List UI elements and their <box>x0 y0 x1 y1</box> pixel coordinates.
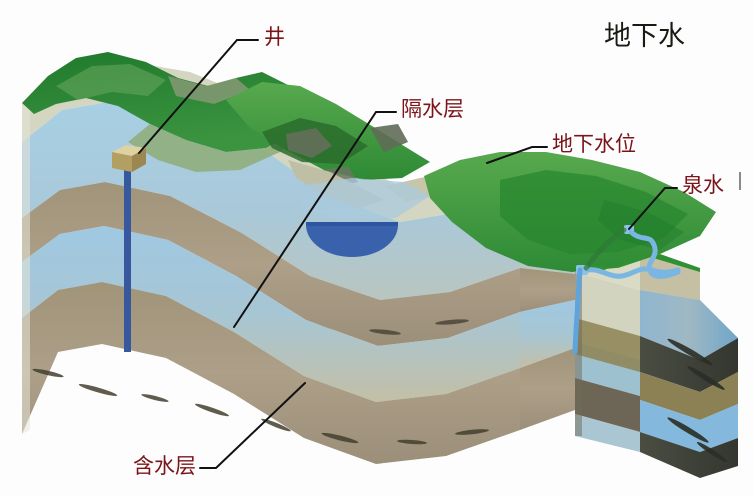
right-face-dark-band <box>640 336 738 392</box>
upper-aquitard-center <box>520 268 575 312</box>
valley-water-sheet <box>300 178 430 222</box>
seepage-trace <box>583 227 627 271</box>
right-face-lenses <box>667 338 728 463</box>
right-face-aquifer-lower <box>640 400 738 452</box>
perched-water-body <box>306 225 398 257</box>
lower-aquitard-center <box>520 348 575 430</box>
fault-block-right <box>575 254 738 478</box>
leader-aquitard <box>233 111 397 328</box>
page-title: 地下水 <box>604 21 685 52</box>
hill-right-dark <box>500 170 688 254</box>
right-block-olive-front <box>575 318 640 372</box>
leader-well <box>138 39 259 154</box>
hill-right-texture <box>598 200 684 250</box>
edge-tick-icon <box>739 172 741 190</box>
perched-water-surface <box>306 222 398 226</box>
well-head-side <box>132 148 146 172</box>
label-aquitard: 隔水层 <box>401 97 464 121</box>
leader-water-table <box>486 146 548 164</box>
well-structure <box>112 145 146 352</box>
ridge-center-shadow-a <box>286 128 332 158</box>
hill-left-highlight <box>56 64 166 100</box>
right-block-grass-top <box>575 254 700 272</box>
water-features <box>300 178 681 355</box>
label-well: 井 <box>264 25 285 49</box>
well-head-top <box>112 145 146 156</box>
spring-stream-lower <box>585 266 681 279</box>
fault-waterfall <box>572 267 583 355</box>
label-spring: 泉水 <box>682 173 724 197</box>
label-aquifer: 含水层 <box>133 454 196 478</box>
well-head-front <box>112 152 132 172</box>
lower-aquifer-left <box>22 226 520 402</box>
label-water-table: 地下水位 <box>552 132 636 156</box>
spring-stream-upper <box>628 229 681 279</box>
lower-aquitard-left <box>22 282 520 464</box>
well-shaft <box>124 158 131 352</box>
upper-aquitard-left <box>22 182 520 346</box>
right-block-lowblue-front <box>575 414 640 452</box>
right-face-dark-bottom <box>640 432 738 478</box>
hill-left-pale-flank <box>128 124 300 172</box>
aquitard-lenses-lower <box>32 368 489 445</box>
lower-aquifer-center <box>520 300 575 368</box>
leader-aquifer <box>199 382 306 469</box>
right-face-aquifer-upper <box>640 290 738 360</box>
right-face-olive <box>640 372 738 420</box>
left-edge-sliver <box>22 100 30 434</box>
leader-lines <box>138 39 678 469</box>
vegetation-surface <box>22 52 716 272</box>
leader-spring <box>628 187 678 230</box>
ridge-center-shadow-b <box>370 124 408 152</box>
